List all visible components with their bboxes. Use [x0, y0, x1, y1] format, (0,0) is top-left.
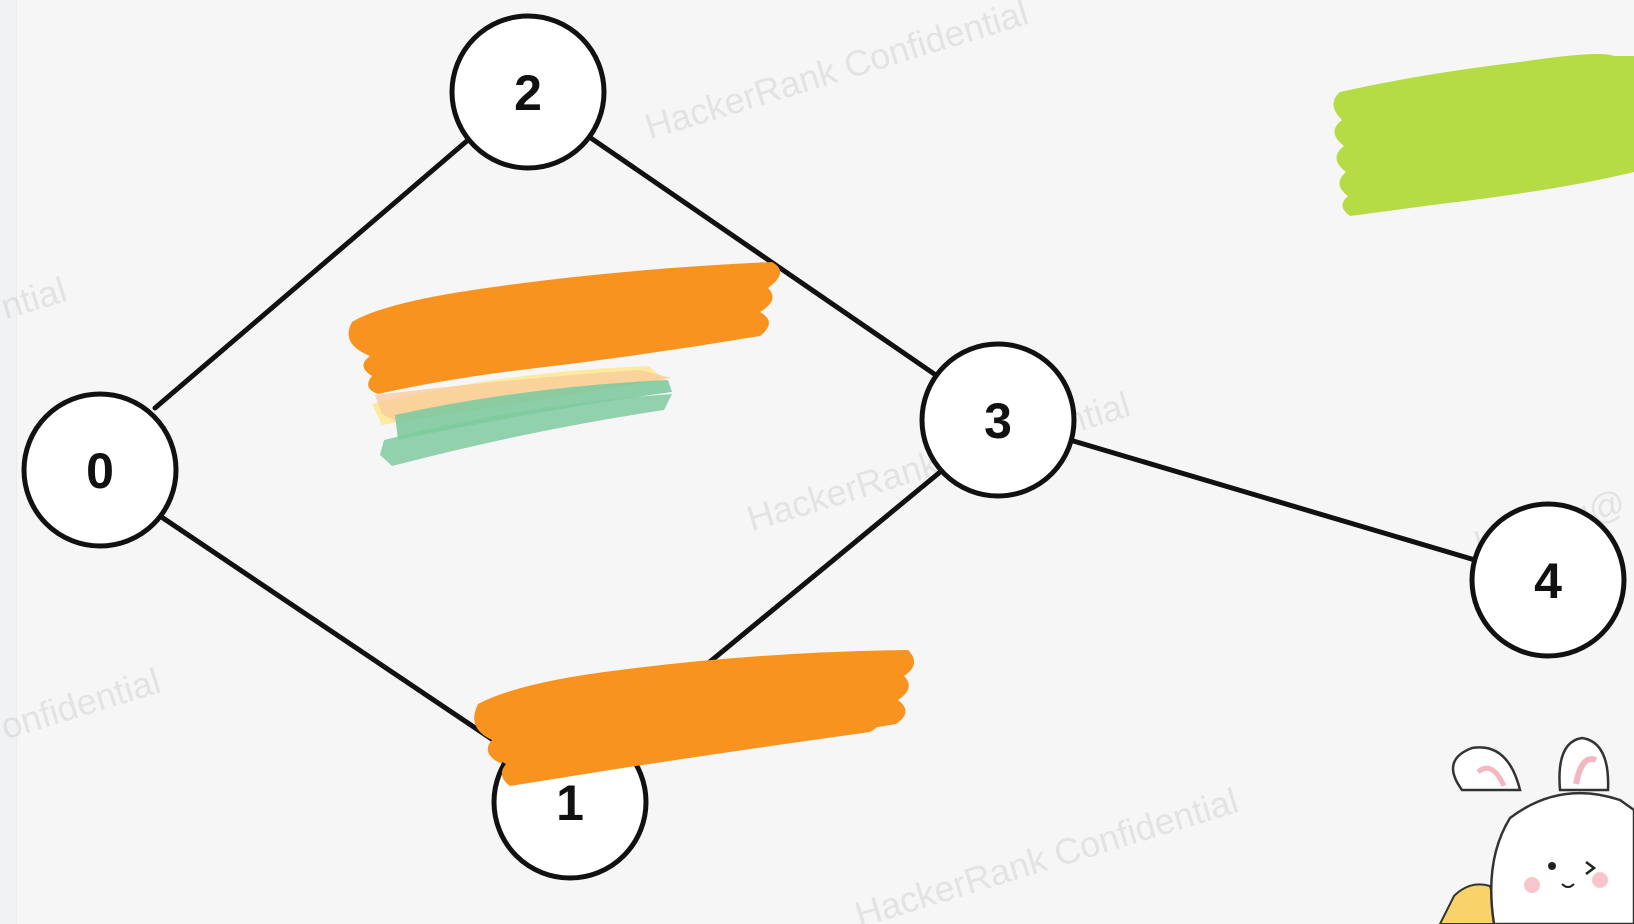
graph-node-3: 3	[919, 341, 1077, 499]
graph-node-0: 0	[21, 391, 179, 549]
node-label: 3	[984, 393, 1012, 449]
redaction-scribble-teal	[372, 366, 672, 466]
node-label: 0	[86, 443, 114, 499]
redaction-scribble-orange	[348, 262, 781, 394]
node-label: 4	[1534, 553, 1562, 609]
node-label: 1	[556, 775, 584, 831]
bunny-sticker-icon	[1438, 736, 1634, 924]
edge-3-4	[1067, 437, 1478, 563]
edge-2-3	[582, 131, 946, 383]
graph-node-4: 4	[1469, 501, 1627, 659]
left-edge-strip	[0, 0, 17, 924]
edge-0-1	[157, 513, 511, 753]
node-label: 2	[514, 65, 542, 121]
redaction-scribble-green	[1333, 54, 1634, 216]
redaction-scribble-orange	[485, 688, 886, 786]
edge-0-2	[152, 137, 471, 411]
graph-node-2: 2	[449, 13, 607, 171]
